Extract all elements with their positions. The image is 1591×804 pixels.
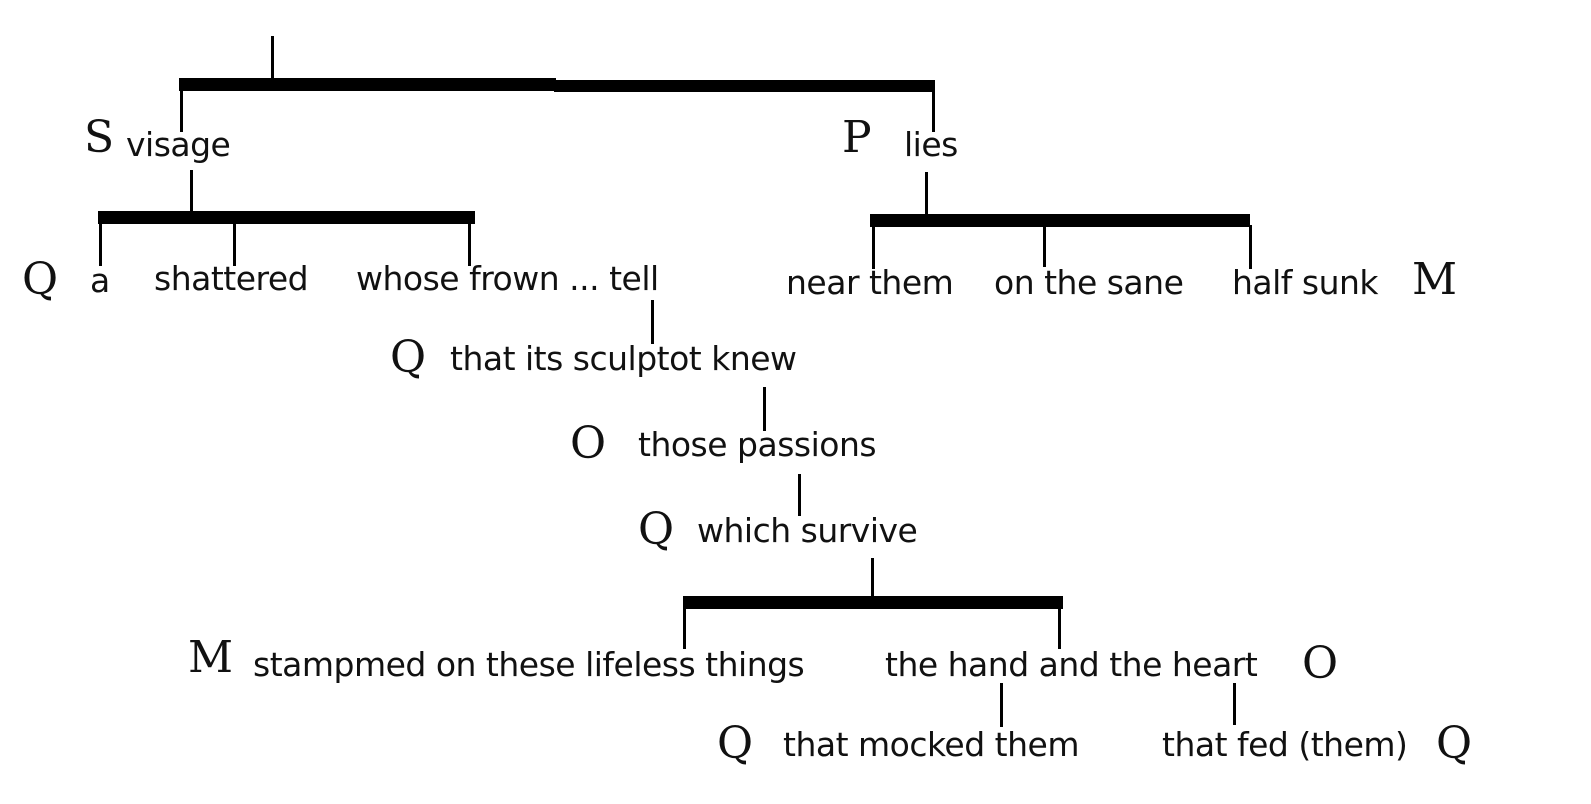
subject-down-stem xyxy=(190,170,193,214)
q5-stem xyxy=(1233,683,1236,725)
subject-word: visage xyxy=(126,125,231,164)
m2-stem xyxy=(683,607,686,649)
q1-role-label: Q xyxy=(22,254,59,305)
predicate-stem xyxy=(932,86,935,132)
q3-role-label: Q xyxy=(638,504,675,555)
m2-word: stampmed on these lifeless things xyxy=(253,645,805,684)
predicate-down-stem xyxy=(925,172,928,216)
root-stem xyxy=(271,36,274,84)
main-bar-right xyxy=(554,80,935,92)
subject-stem xyxy=(180,88,183,132)
m1-word-near-them: near them xyxy=(786,263,954,302)
q4-word: that mocked them xyxy=(783,725,1079,764)
predicate-role-label: P xyxy=(842,112,872,163)
m1c-stem xyxy=(1249,225,1252,269)
m2-role-label: M xyxy=(188,632,234,683)
q1a-stem xyxy=(99,222,102,266)
o1-stem xyxy=(763,387,766,431)
q5-role-label: Q xyxy=(1436,718,1473,769)
m1b-stem xyxy=(1043,225,1046,267)
m1-role-label: M xyxy=(1412,254,1458,305)
predicate-word: lies xyxy=(904,125,958,164)
q4-role-label: Q xyxy=(717,718,754,769)
q2-word: that its sculptot knew xyxy=(450,339,797,378)
main-bar xyxy=(179,78,556,91)
q1-word-a: a xyxy=(90,261,110,300)
subject-role-label: S xyxy=(84,112,115,163)
q5-word: that fed (them) xyxy=(1162,725,1408,764)
q3-down-stem xyxy=(871,558,874,600)
q2-stem xyxy=(651,300,654,344)
q3-word: which survive xyxy=(697,511,918,550)
q1-word-shattered: shattered xyxy=(154,259,309,298)
o1-word: those passions xyxy=(638,425,877,464)
o1-role-label: O xyxy=(570,418,607,469)
q3-modifier-bar xyxy=(683,596,1063,609)
subject-modifier-bar xyxy=(98,211,475,224)
m1a-stem xyxy=(872,225,875,269)
m1-word-on-the-sane: on the sane xyxy=(994,263,1184,302)
o2-word: the hand and the heart xyxy=(885,645,1258,684)
q4-stem xyxy=(1000,683,1003,727)
q1b-stem xyxy=(233,222,236,266)
q2-role-label: Q xyxy=(390,332,427,383)
q1-word-whose-frown: whose frown ... tell xyxy=(356,259,659,298)
m1-word-half-sunk: half sunk xyxy=(1232,263,1379,302)
predicate-modifier-bar xyxy=(870,214,1250,227)
q1c-stem xyxy=(468,222,471,266)
o2-stem xyxy=(1058,607,1061,649)
q3-stem xyxy=(798,474,801,516)
o2-role-label: O xyxy=(1302,638,1339,689)
